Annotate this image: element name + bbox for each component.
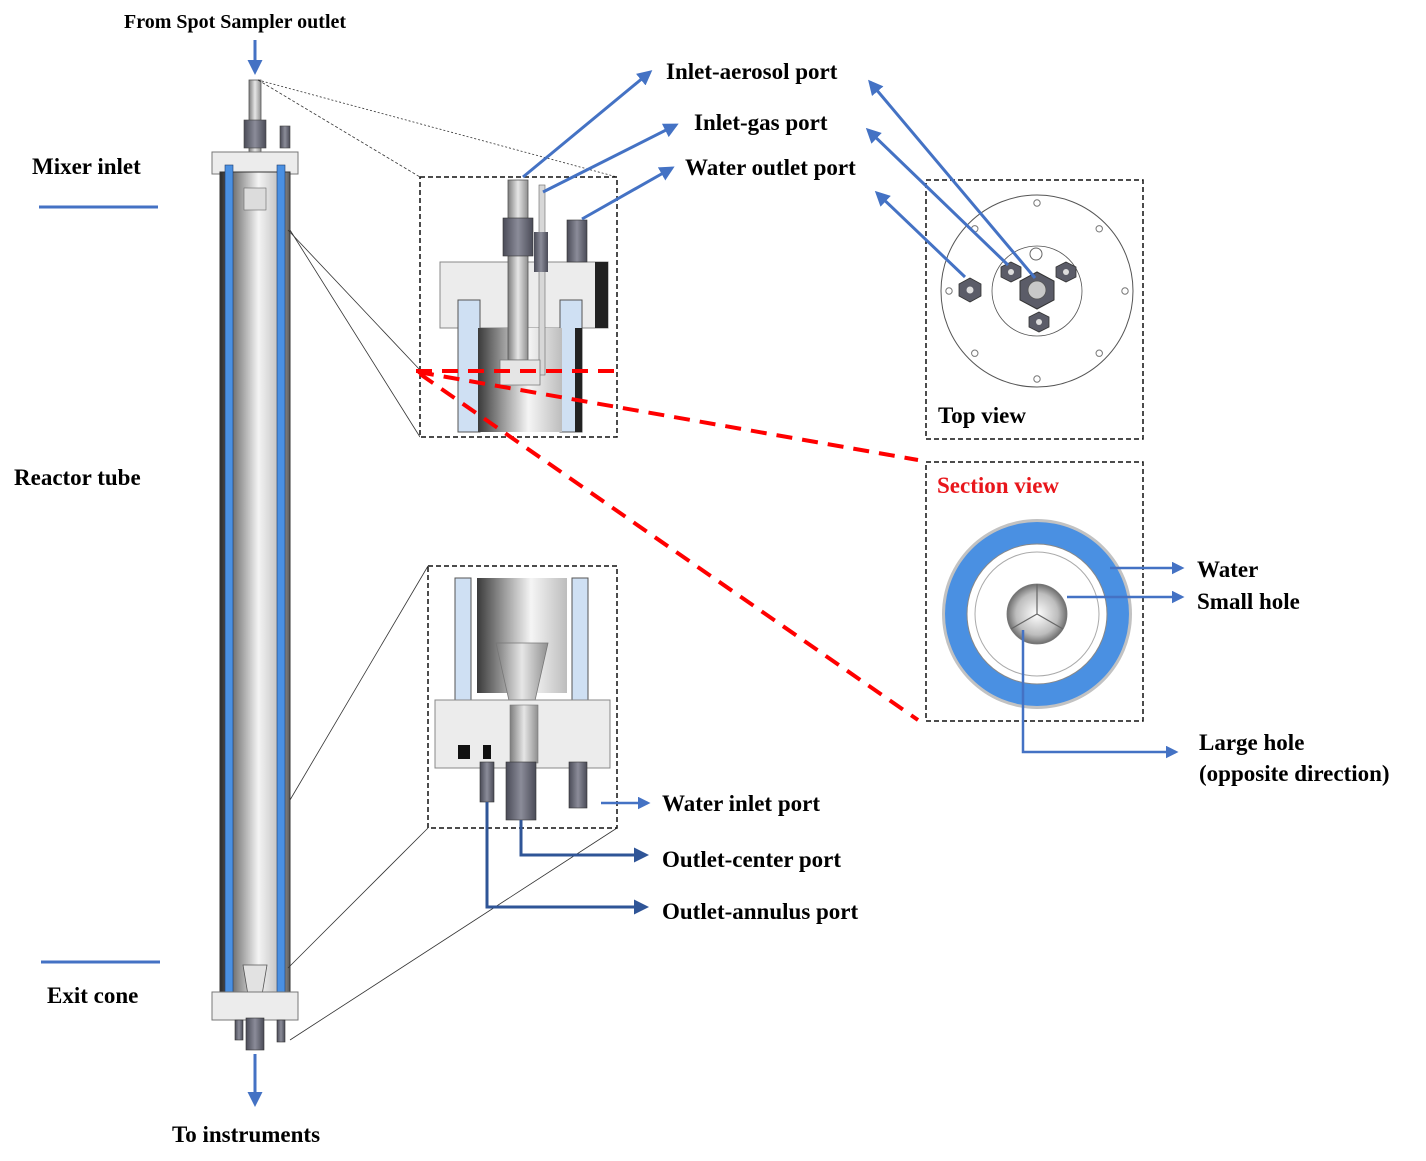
inlet-aerosol-arrow	[522, 70, 653, 179]
water-callout-label: Water	[1197, 557, 1259, 582]
inlet-source-label: From Spot Sampler outlet	[124, 11, 347, 33]
outlet-center-port-label: Outlet-center port	[662, 847, 842, 872]
section-view	[925, 461, 1144, 722]
top-view	[925, 179, 1144, 440]
reactor-tube-label: Reactor tube	[14, 465, 141, 490]
inlet-aerosol-port-label: Inlet-aerosol port	[666, 59, 838, 84]
bottom-detail-view	[427, 565, 618, 829]
water-jacket-right	[276, 164, 286, 1004]
reactor-assembly	[211, 40, 299, 1107]
bolt-hole	[1095, 349, 1103, 357]
water-inlet-fitting	[568, 761, 588, 809]
outlet-annulus-arrow	[485, 802, 649, 915]
top-view-title: Top view	[938, 403, 1026, 428]
bolt-hole	[945, 287, 953, 295]
bottom-zoom-lines	[287, 565, 618, 1041]
outlet-annulus-fitting	[479, 761, 495, 803]
water-outlet-fitting	[566, 219, 588, 263]
bolt-hole	[971, 349, 979, 357]
bolt-hole	[1121, 287, 1129, 295]
outlet-center-fitting	[505, 761, 537, 821]
mixer-inlet-label: Mixer inlet	[32, 154, 141, 179]
gas-line	[538, 184, 546, 376]
water-outlet-port-label: Water outlet port	[685, 155, 856, 180]
large-hole-callout-arrow	[1021, 630, 1179, 759]
bolt-hole	[1033, 199, 1041, 207]
top-view-arrows	[865, 79, 1037, 279]
inlet-gas-port-label: Inlet-gas port	[694, 110, 828, 135]
large-hole-callout-sublabel: (opposite direction)	[1199, 761, 1390, 786]
water-jacket-left	[224, 164, 234, 1004]
large-hole-callout-label: Large hole	[1199, 730, 1305, 755]
water-inlet-port-label: Water inlet port	[662, 791, 820, 816]
outlet-destination-label: To instruments	[172, 1122, 321, 1147]
top-detail-view	[419, 176, 618, 438]
water-outlet-arrow	[581, 166, 675, 221]
section-lines	[416, 369, 920, 722]
inlet-gas-arrow	[542, 123, 679, 194]
aerosol-injector	[507, 179, 529, 361]
section-arrows	[1021, 561, 1185, 759]
outlet-center-arrow	[519, 820, 649, 863]
small-hole-callout-label: Small hole	[1197, 589, 1300, 614]
exit-cone-label: Exit cone	[47, 983, 139, 1008]
bolt-hole	[1095, 225, 1103, 233]
bolt-holes	[945, 199, 1129, 383]
bottom-port-arrows	[485, 796, 651, 915]
bolt-hole	[1033, 375, 1041, 383]
bottom-flange	[211, 991, 299, 1021]
top-zoom-lines	[257, 79, 618, 438]
outlet-annulus-port-label: Outlet-annulus port	[662, 899, 859, 924]
section-view-title: Section view	[937, 473, 1060, 498]
top-port-arrows	[522, 70, 679, 221]
